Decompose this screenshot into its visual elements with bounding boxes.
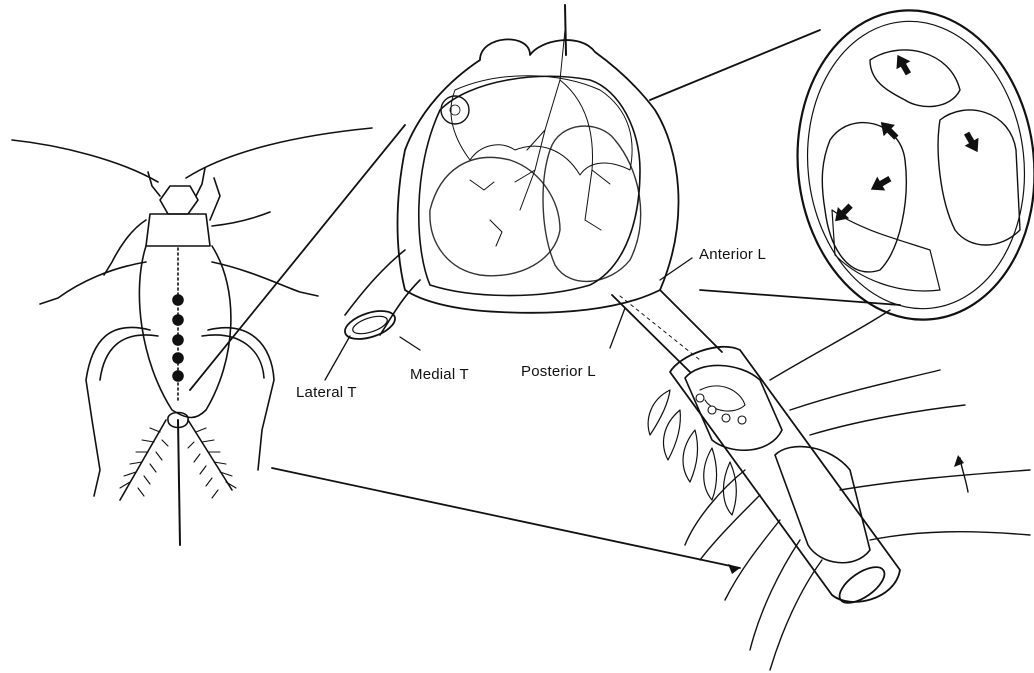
label-posterior-l: Posterior L bbox=[521, 363, 596, 380]
airflow-arrows bbox=[728, 455, 964, 574]
label-medial-t: Medial T bbox=[410, 366, 469, 383]
cricket-drawing bbox=[12, 128, 372, 545]
label-lateral-t: Lateral T bbox=[296, 384, 357, 401]
inset-detail bbox=[782, 0, 1034, 331]
air-sac-cutaway bbox=[342, 5, 722, 372]
connector-lines bbox=[190, 30, 900, 568]
label-anterior-l: Anterior L bbox=[699, 246, 766, 263]
trachea-cross-section bbox=[648, 310, 1030, 670]
